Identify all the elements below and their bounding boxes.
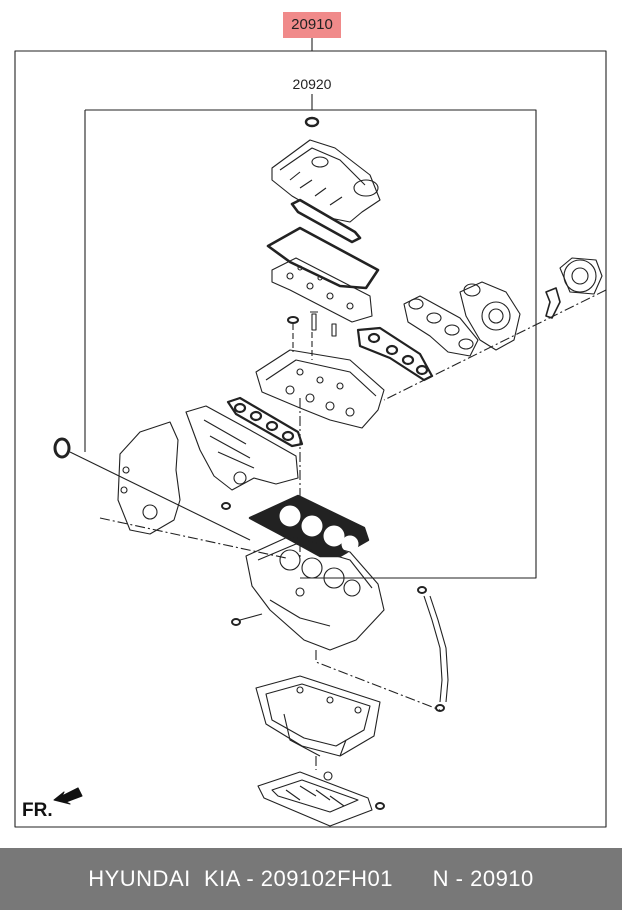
assembly-guide-line xyxy=(315,650,441,711)
exhaust-manifold-gasket xyxy=(356,326,434,382)
front-direction-label: FR. xyxy=(22,800,53,821)
assembly-guide-line xyxy=(239,613,263,621)
front-oil-seal xyxy=(53,437,71,459)
spark-plug-seal xyxy=(287,316,299,324)
inner-kit-frame xyxy=(84,109,537,579)
oil-cap-seal xyxy=(304,116,320,128)
dipstick-tube xyxy=(417,586,449,712)
head-gasket-bores xyxy=(279,505,359,553)
intake-manifold xyxy=(185,405,299,491)
vacuum-pump xyxy=(559,257,603,295)
front-direction-arrow-icon xyxy=(53,787,83,805)
outer-kit-frame xyxy=(14,50,607,828)
bolt-icon xyxy=(310,311,318,331)
footer-ref-number: N - 20910 xyxy=(432,866,534,891)
cylinder-head xyxy=(255,349,385,429)
footer-gap xyxy=(393,866,433,891)
timing-cover xyxy=(117,421,181,535)
engine-block xyxy=(245,535,385,651)
footer-brand-part: HYUNDAI KIA - 209102FH01 xyxy=(88,866,393,891)
camshaft-carrier xyxy=(271,257,373,323)
turbocharger xyxy=(459,281,521,351)
block-plug-seal xyxy=(231,618,241,626)
assembly-guide-line xyxy=(383,289,607,401)
vacuum-pump-gasket xyxy=(545,287,561,319)
part-info-footer: HYUNDAI KIA - 209102FH01 N - 20910 xyxy=(0,848,622,910)
kit-part-number-callout: 20910 xyxy=(283,12,341,38)
assembly-guide-line xyxy=(69,451,251,541)
lower-oil-pan xyxy=(257,771,373,827)
engine-gasket-kit-diagram xyxy=(14,38,607,828)
valve-cover xyxy=(271,139,381,223)
cam-cover-gasket xyxy=(266,226,380,290)
sub-kit-part-number-callout: 20920 xyxy=(292,76,332,92)
bolt-icon xyxy=(331,323,337,337)
upper-oil-pan xyxy=(255,675,381,757)
intake-seal xyxy=(221,502,231,510)
exhaust-manifold xyxy=(403,295,479,357)
intake-manifold-gasket xyxy=(226,396,304,448)
drain-plug-seal xyxy=(375,802,385,810)
valve-cover-gasket xyxy=(290,198,362,244)
